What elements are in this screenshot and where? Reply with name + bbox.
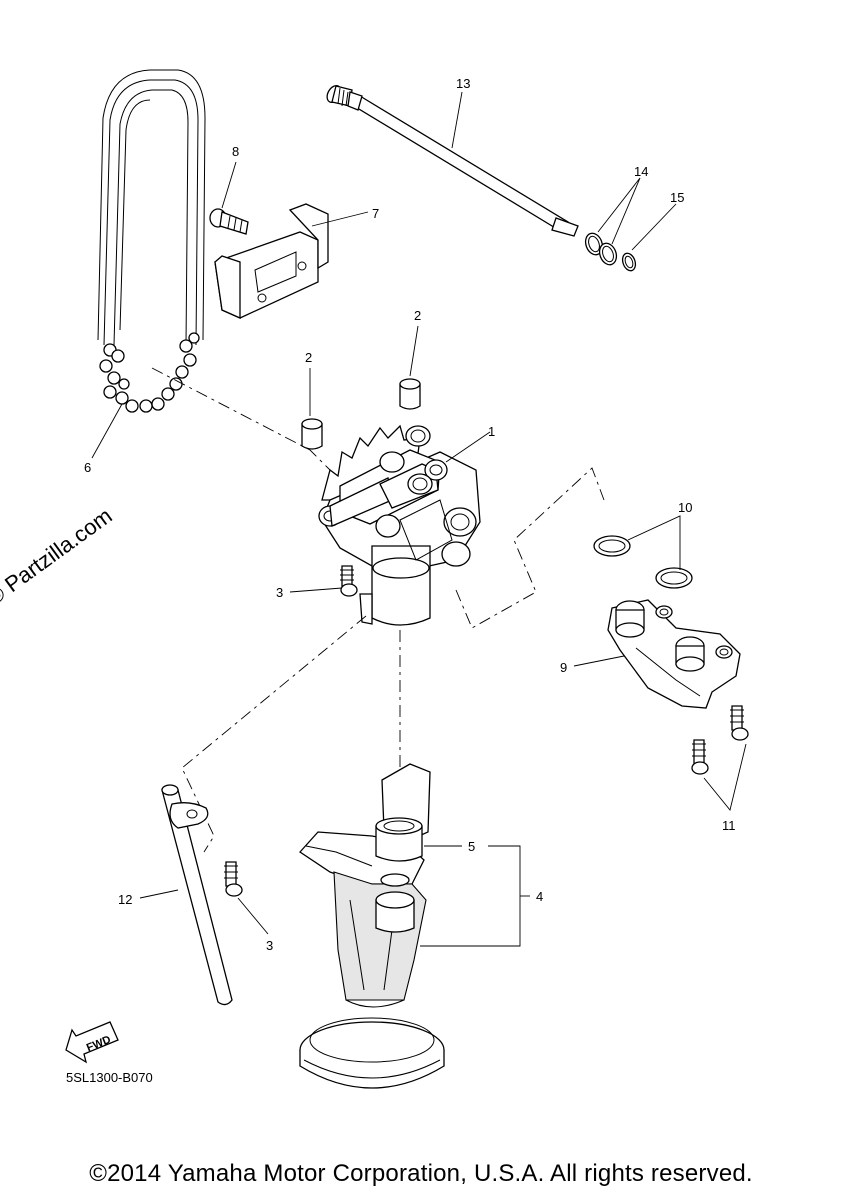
leader-10: [627, 515, 681, 570]
callout-8: 8: [232, 144, 239, 159]
callout-13: 13: [456, 76, 470, 91]
leader-2-right: [409, 325, 419, 377]
oil-pump-part-1[interactable]: [318, 424, 481, 626]
chain-links: [99, 332, 200, 413]
callout-10: 10: [678, 500, 692, 515]
chain-guide-part-7[interactable]: [214, 203, 329, 320]
callout-14: 14: [634, 164, 648, 179]
callout-7: 7: [372, 206, 379, 221]
leader-11: [703, 743, 747, 811]
leader-6: [91, 403, 123, 459]
o-ring-part-14[interactable]: [583, 231, 620, 267]
callout-3-upper: 3: [276, 585, 283, 600]
callout-6: 6: [84, 460, 91, 475]
callout-12: 12: [118, 892, 132, 907]
o-ring-part-15[interactable]: [620, 251, 637, 272]
bolt-part-3-upper[interactable]: [340, 565, 358, 597]
bolt-part-3-lower[interactable]: [224, 861, 243, 897]
callout-11: 11: [722, 818, 736, 833]
fwd-arrow-icon: FWD: [65, 1021, 119, 1064]
bolt-part-8[interactable]: [209, 208, 249, 235]
callout-4: 4: [536, 889, 543, 904]
assembly-line-chain: [151, 367, 331, 471]
callout-2-left: 2: [305, 350, 312, 365]
callout-9: 9: [560, 660, 567, 675]
callout-1: 1: [488, 424, 495, 439]
leader-3-lower: [237, 897, 269, 935]
pipe-part-12[interactable]: [161, 784, 233, 1006]
leader-1: [445, 431, 491, 463]
callout-15: 15: [670, 190, 684, 205]
leader-7: [311, 211, 369, 227]
leader-15: [631, 203, 677, 251]
leader-14: [597, 177, 641, 245]
diagram-code: 5SL1300-B070: [66, 1070, 153, 1085]
leader-8: [221, 161, 237, 209]
assembly-line-delivery: [455, 467, 605, 629]
bolt-part-11[interactable]: [691, 705, 749, 775]
assembly-line-pipe: [181, 615, 367, 853]
leader-3-upper: [289, 587, 343, 593]
leader-9: [573, 655, 625, 667]
leader-4-bracket: [420, 845, 521, 947]
callout-2-right: 2: [414, 308, 421, 323]
chain-part-6[interactable]: [97, 69, 206, 413]
leader-13: [451, 91, 463, 149]
o-ring-part-5[interactable]: [375, 817, 423, 862]
shaft-part-13[interactable]: [324, 83, 579, 237]
o-ring-part-10[interactable]: [593, 535, 693, 589]
callout-3-lower: 3: [266, 938, 273, 953]
copyright-notice: ©2014 Yamaha Motor Corporation, U.S.A. A…: [89, 1160, 753, 1187]
callout-5: 5: [468, 839, 475, 854]
leader-12: [139, 889, 179, 899]
delivery-pipe-part-9[interactable]: [607, 599, 741, 709]
oil-strainer-part-4[interactable]: [299, 763, 445, 1089]
dowel-pin-part-2-left[interactable]: [301, 418, 323, 450]
dowel-pin-part-2-right[interactable]: [399, 378, 421, 410]
